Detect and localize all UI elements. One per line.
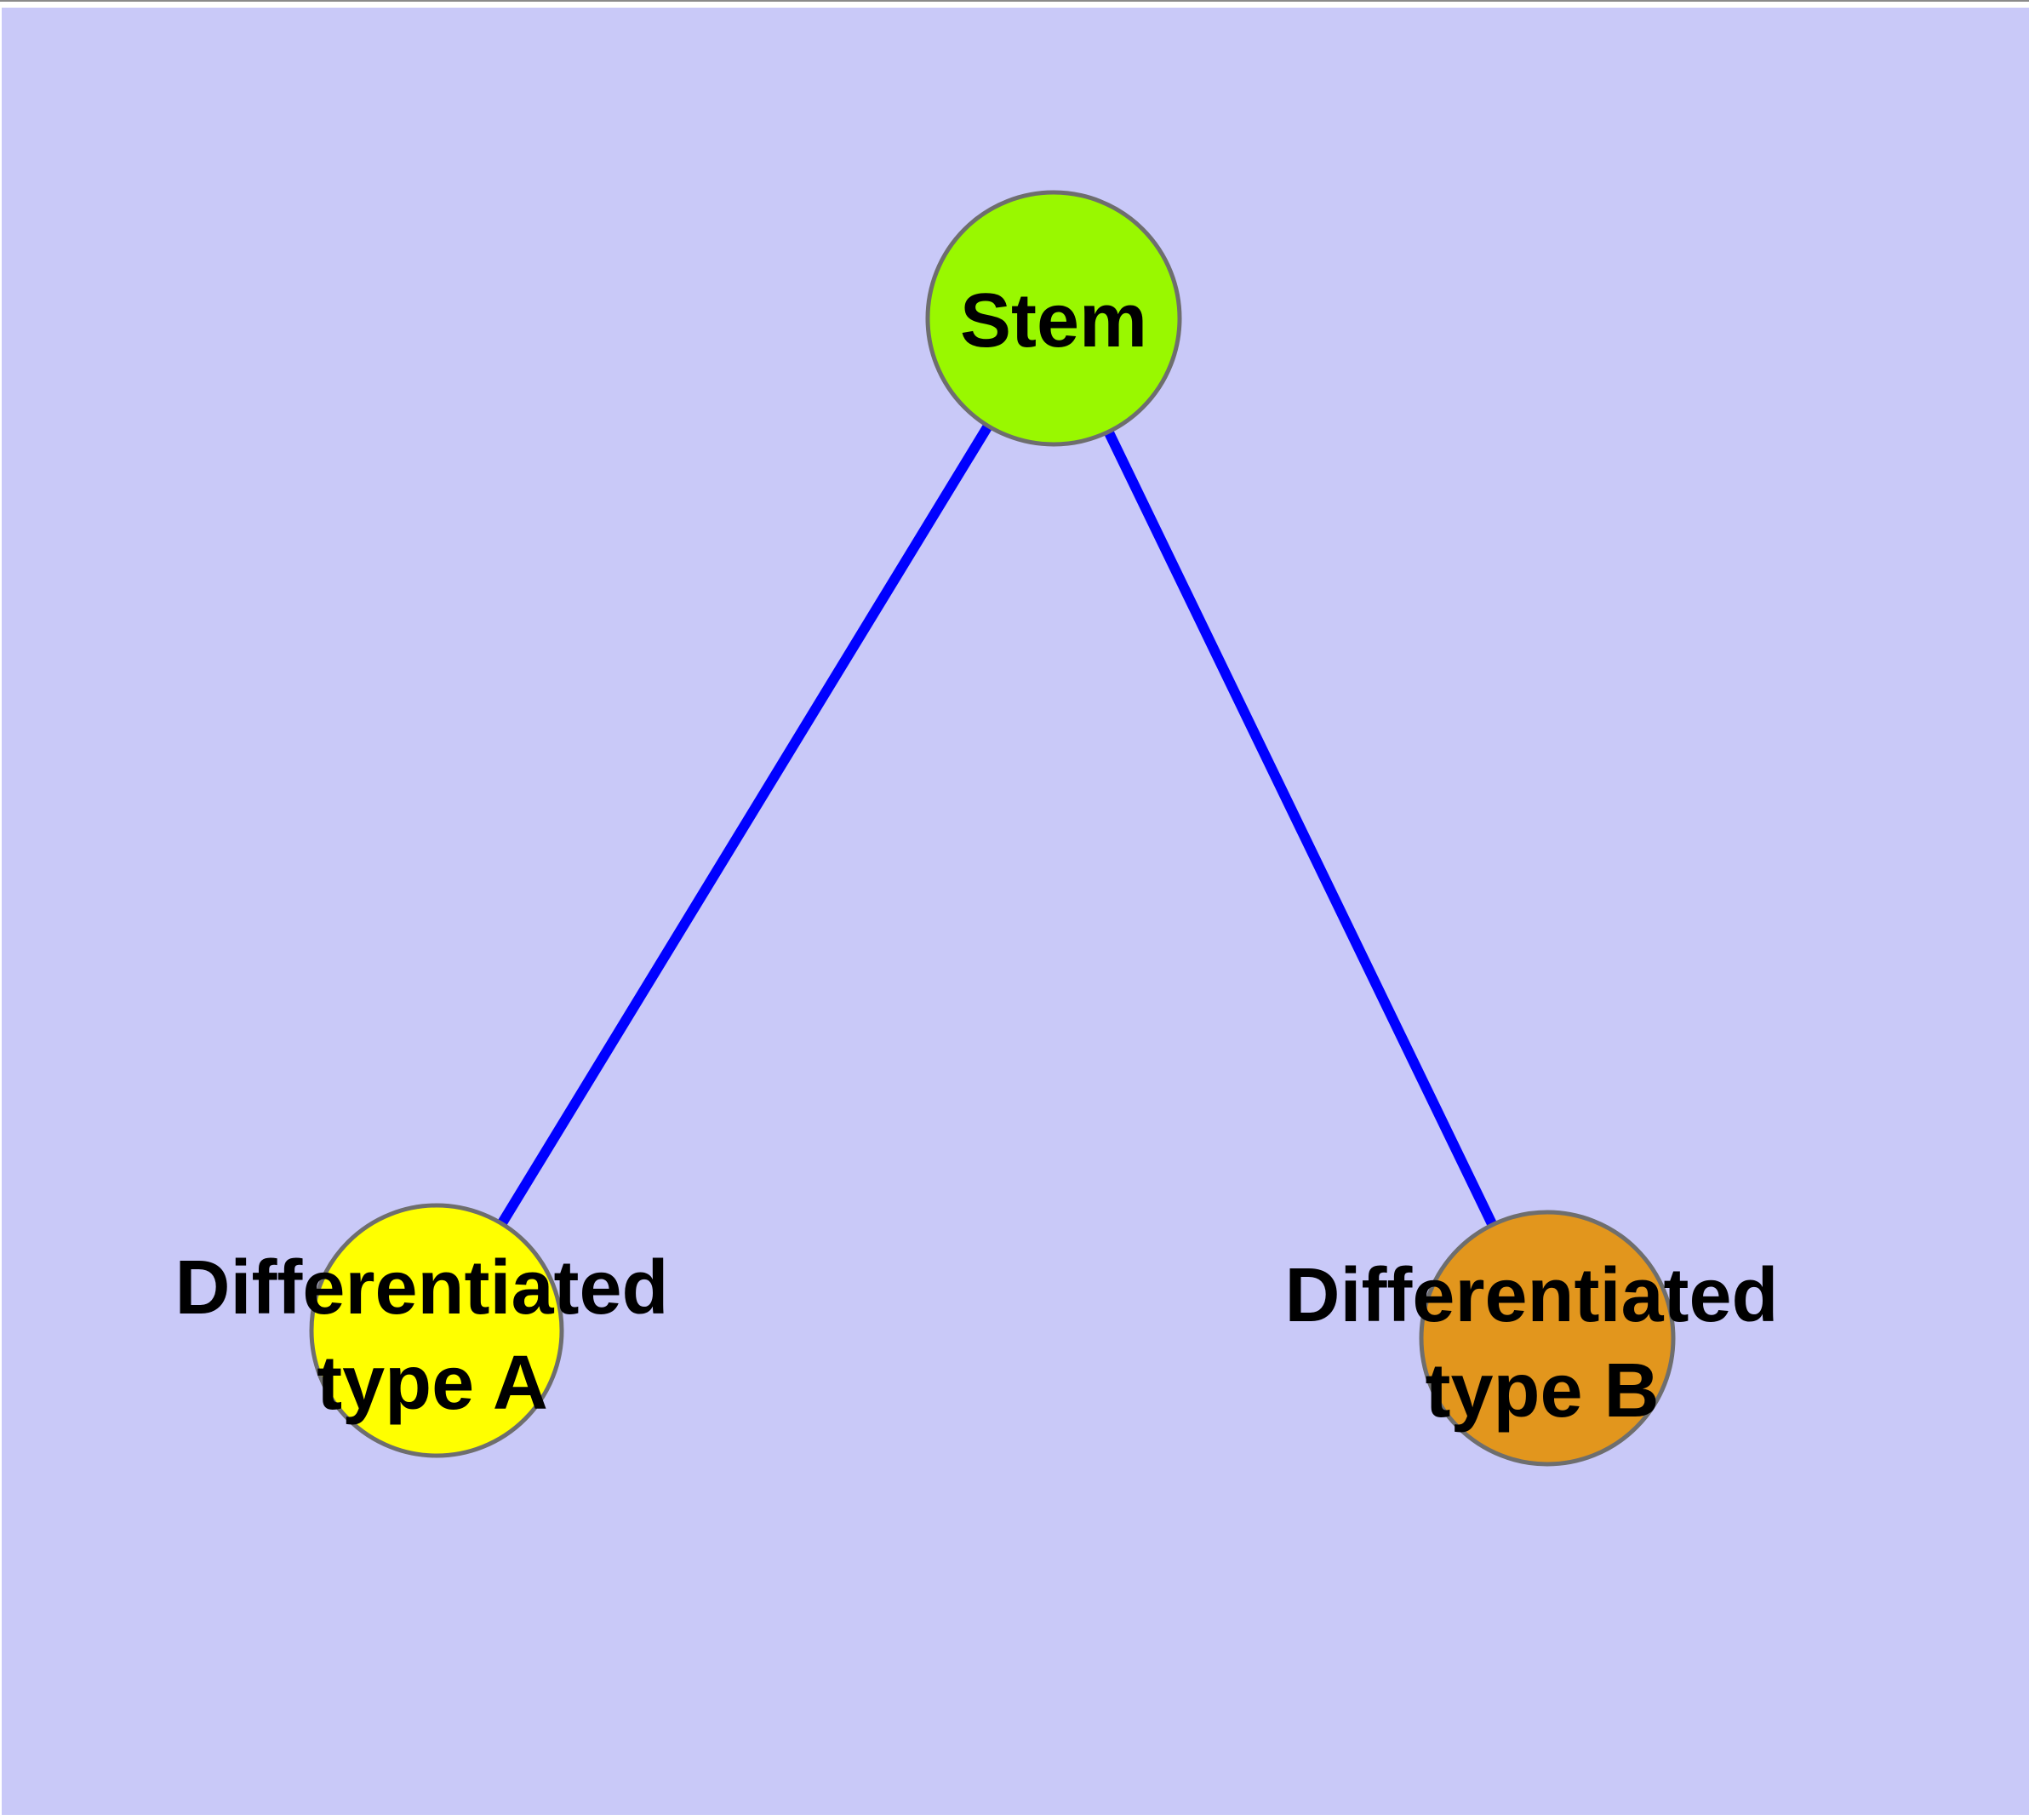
edge-stem-to-type-b <box>1049 316 1552 1341</box>
node-label-type-b-line2: type B <box>1425 1348 1659 1434</box>
node-label-type-a-line1: Differentiated <box>174 1245 668 1331</box>
node-label-differentiated-type-b: Differentiated type B <box>1284 1253 1799 1434</box>
node-label-stem: Stem <box>960 278 1147 363</box>
node-differentiated-type-b <box>1419 1210 1676 1467</box>
node-stem <box>925 190 1182 447</box>
node-label-type-b-line1: Differentiated <box>1284 1253 1778 1338</box>
node-label-type-a-line2: type A <box>317 1341 548 1426</box>
edge-stem-to-type-a <box>432 315 1059 1334</box>
node-label-differentiated-type-a: Differentiated type A <box>174 1245 689 1426</box>
top-hairline <box>0 0 2029 2</box>
node-differentiated-type-a <box>309 1203 564 1458</box>
node-label-stem-line1: Stem <box>960 278 1147 363</box>
